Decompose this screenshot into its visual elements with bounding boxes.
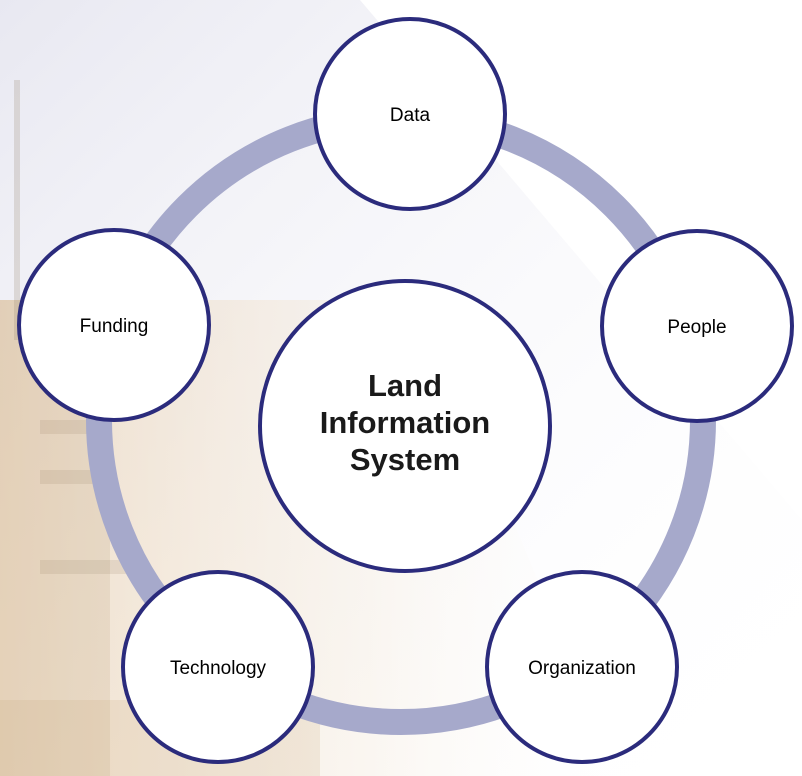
- center-label-line-3: System: [350, 442, 460, 477]
- node-circle-funding: [17, 228, 211, 422]
- node-label-organization: Organization: [528, 658, 636, 679]
- node-label-data: Data: [390, 105, 431, 126]
- center-node: Land Information System: [258, 279, 552, 573]
- node-data: Data: [313, 17, 507, 211]
- node-technology: Technology: [121, 570, 315, 764]
- node-circle-data: [313, 17, 507, 211]
- node-label-people: People: [667, 317, 726, 338]
- node-label-technology: Technology: [170, 658, 267, 679]
- center-label-line-2: Information: [320, 405, 491, 440]
- center-circle: [258, 279, 552, 573]
- node-circle-organization: [485, 570, 679, 764]
- node-people: People: [600, 229, 794, 423]
- node-funding: Funding: [17, 228, 211, 422]
- center-label-line-1: Land: [368, 368, 442, 403]
- node-circle-technology: [121, 570, 315, 764]
- node-organization: Organization: [485, 570, 679, 764]
- node-circle-people: [600, 229, 794, 423]
- node-label-funding: Funding: [80, 316, 149, 337]
